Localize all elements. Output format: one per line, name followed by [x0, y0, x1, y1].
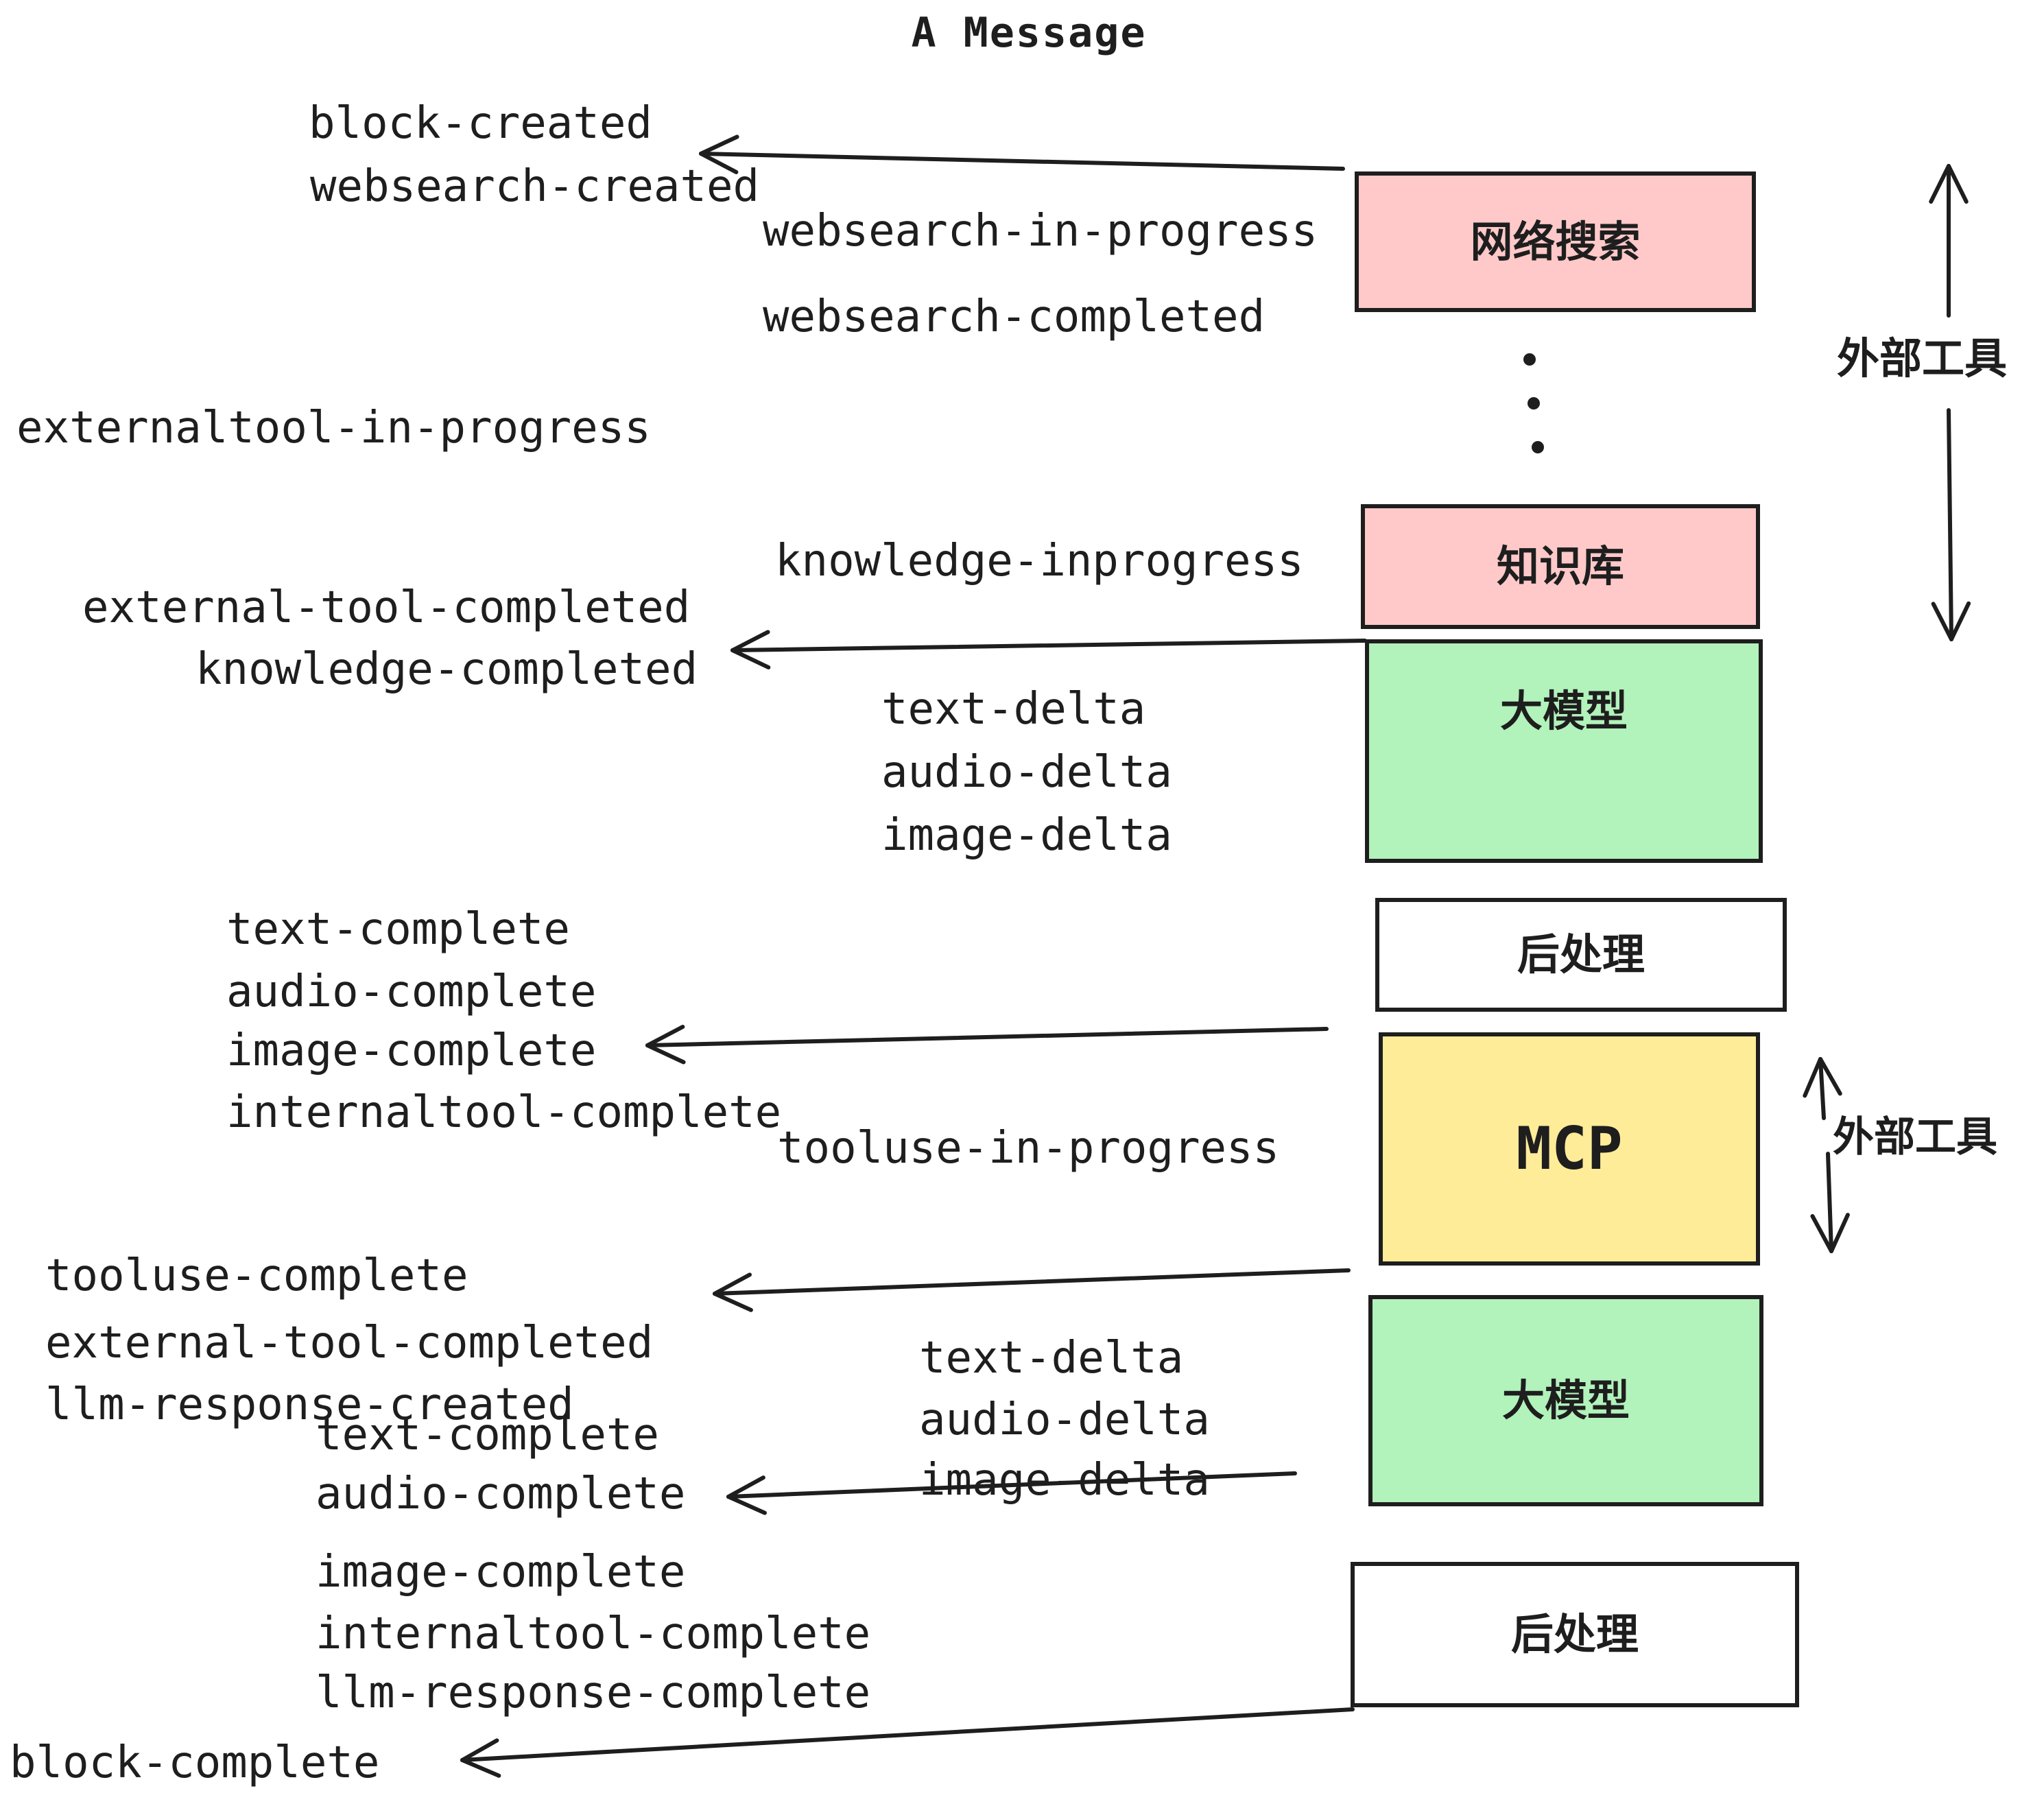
event-label-internaltool-complete-2: internaltool-complete — [316, 1609, 871, 1659]
event-label-audio-complete: audio-complete — [226, 966, 597, 1017]
event-label-image-complete: image-complete — [226, 1025, 597, 1076]
arrow-to-tooluse-complete-head — [713, 1272, 752, 1296]
ellipsis-dot — [1532, 441, 1544, 453]
event-label-external-tool-completed-2: external-tool-completed — [45, 1318, 654, 1368]
arrow-to-knowledge-completed — [730, 639, 1367, 652]
box-llm-2: 大模型 — [1368, 1295, 1763, 1506]
event-label-block-created: block-created — [309, 98, 652, 149]
event-label-websearch-in-progress: websearch-in-progress — [763, 206, 1318, 257]
arrow-to-image-complete — [645, 1027, 1329, 1047]
external-tools-up-arrow-head — [1929, 164, 1951, 204]
arrow-to-tooluse-complete — [713, 1268, 1351, 1296]
event-label-llm-response-created: llm-response-created — [45, 1379, 574, 1430]
box-postprocess-2-label: 后处理 — [1510, 1609, 1639, 1659]
mcp-external-tools-up-arrow-head — [1803, 1057, 1822, 1098]
event-label-audio-complete-2: audio-complete — [316, 1469, 686, 1519]
box-postprocess-1-label: 后处理 — [1517, 929, 1645, 980]
arrow-to-audio-complete-head — [726, 1495, 767, 1515]
box-llm-1-label: 大模型 — [1499, 686, 1628, 736]
event-label-text-delta: text-delta — [881, 684, 1146, 735]
event-label-audio-delta: audio-delta — [881, 747, 1172, 798]
arrow-to-image-complete-head — [645, 1043, 686, 1065]
event-label-block-complete: block-complete — [10, 1737, 380, 1788]
mcp-external-tools-up-arrow — [1818, 1057, 1826, 1120]
arrow-to-block-complete-head — [460, 1738, 499, 1762]
arrow-to-audio-complete-head — [726, 1475, 765, 1499]
box-postprocess-1: 后处理 — [1375, 898, 1787, 1012]
box-mcp: MCP — [1379, 1032, 1760, 1266]
event-label-llm-response-complete: llm-response-complete — [316, 1667, 871, 1718]
event-label-websearch-created: websearch-created — [310, 161, 760, 212]
event-label-tooluse-complete: tooluse-complete — [45, 1250, 468, 1301]
mcp-external-tools-down-arrow-head — [1810, 1213, 1833, 1253]
event-label-audio-delta-2: audio-delta — [919, 1394, 1210, 1445]
arrow-to-knowledge-completed-head — [730, 648, 771, 669]
annotation-external-tools-mcp: 外部工具 — [1833, 1113, 1997, 1161]
ellipsis-dot — [1528, 397, 1540, 410]
event-label-image-complete-2: image-complete — [316, 1547, 686, 1598]
box-knowledge: 知识库 — [1361, 504, 1760, 629]
event-label-websearch-completed: websearch-completed — [763, 292, 1265, 342]
box-mcp-label: MCP — [1516, 1115, 1623, 1183]
arrow-to-tooluse-complete-head — [713, 1292, 753, 1312]
mcp-external-tools-up-arrow-head — [1818, 1057, 1842, 1096]
mcp-external-tools-down-arrow — [1826, 1152, 1833, 1253]
box-websearch-label: 网络搜索 — [1470, 216, 1641, 267]
box-websearch: 网络搜索 — [1355, 171, 1756, 312]
external-tools-down-arrow-head — [1931, 602, 1953, 641]
box-postprocess-2: 后处理 — [1351, 1562, 1799, 1707]
event-label-image-delta: image-delta — [881, 810, 1172, 861]
event-label-tooluse-in-progress: tooluse-in-progress — [777, 1123, 1280, 1174]
mcp-external-tools-down-arrow-head — [1829, 1213, 1850, 1253]
event-label-knowledge-completed: knowledge-completed — [195, 644, 698, 695]
event-label-knowledge-inprogress: knowledge-inprogress — [775, 536, 1304, 586]
external-tools-down-arrow-head — [1949, 601, 1971, 641]
external-tools-up-arrow-head — [1947, 164, 1969, 204]
arrow-to-block-complete-head — [460, 1758, 501, 1778]
annotation-external-tools-top: 外部工具 — [1837, 333, 2008, 383]
arrow-to-block-created — [699, 152, 1345, 171]
box-knowledge-label: 知识库 — [1496, 541, 1624, 591]
box-llm-1: 大模型 — [1365, 639, 1763, 863]
event-label-text-delta-2: text-delta — [919, 1333, 1184, 1384]
arrow-to-image-complete-head — [645, 1024, 685, 1047]
event-label-external-tool-completed: external-tool-completed — [82, 582, 691, 633]
event-label-externaltool-in-progress: externaltool-in-progress — [16, 403, 651, 453]
box-llm-2-label: 大模型 — [1501, 1375, 1630, 1425]
event-label-image-delta-2: image-delta — [919, 1455, 1210, 1506]
arrow-to-block-created-head — [699, 134, 739, 156]
arrow-to-knowledge-completed-head — [730, 630, 770, 652]
ellipsis-dot — [1523, 353, 1536, 366]
event-label-text-complete-2: text-complete — [316, 1410, 659, 1460]
event-label-text-complete: text-complete — [226, 904, 570, 955]
diagram-title: A Message — [911, 9, 1147, 57]
event-label-internaltool-complete: internaltool-complete — [226, 1087, 782, 1138]
external-tools-down-arrow — [1947, 408, 1953, 641]
